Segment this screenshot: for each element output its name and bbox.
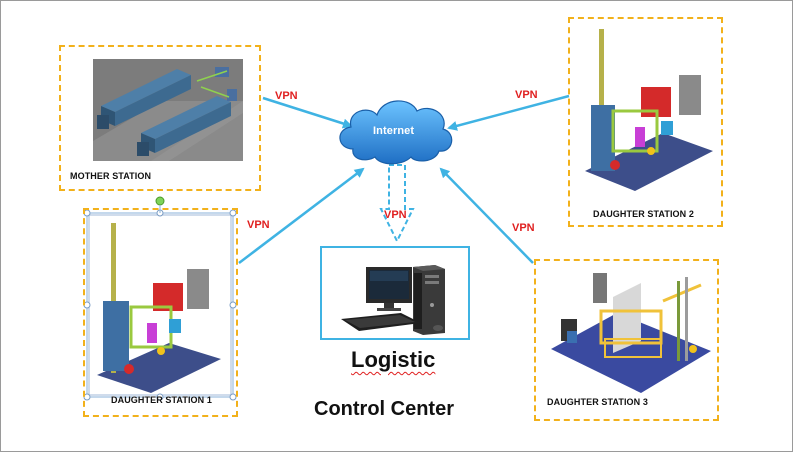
- selection-handles: [83, 196, 237, 401]
- daughter-station-3-panel: [534, 259, 719, 421]
- dashed-arrow-to-control-center: [379, 164, 415, 244]
- arrow-daughter1-to-internet: [238, 167, 365, 264]
- daughter-station-1-image: [88, 214, 232, 396]
- control-center-title: Control Center: [314, 398, 454, 420]
- daughter-station-2-panel: [568, 17, 723, 227]
- daughter-station-1-label: DAUGHTER STATION 1: [111, 395, 212, 405]
- arrow-mother-to-internet: [262, 96, 353, 129]
- vpn-label-daughter1: VPN: [247, 219, 270, 231]
- logistic-title: Logistic: [351, 347, 436, 372]
- daughter-station-2-image: [585, 29, 713, 191]
- arrow-daughter3-to-internet: [439, 167, 534, 264]
- daughter-station-3-label: DAUGHTER STATION 3: [547, 397, 648, 407]
- vpn-label-daughter3: VPN: [512, 222, 535, 234]
- daughter-station-3-image: [551, 273, 711, 393]
- vpn-label-mother: VPN: [275, 90, 298, 102]
- daughter-station-2-label: DAUGHTER STATION 2: [593, 209, 694, 219]
- arrow-daughter2-to-internet: [447, 94, 570, 131]
- vpn-label-daughter2: VPN: [515, 89, 538, 101]
- mother-station-image: [93, 59, 243, 161]
- computer-icon: [341, 265, 445, 335]
- mother-station-panel: [59, 45, 261, 191]
- daughter-station-1-panel: [83, 208, 238, 417]
- internet-label: Internet: [373, 125, 415, 137]
- vpn-label-control: VPN: [384, 209, 407, 221]
- mother-station-label: MOTHER STATION: [70, 171, 152, 181]
- internet-cloud-icon: [339, 100, 453, 165]
